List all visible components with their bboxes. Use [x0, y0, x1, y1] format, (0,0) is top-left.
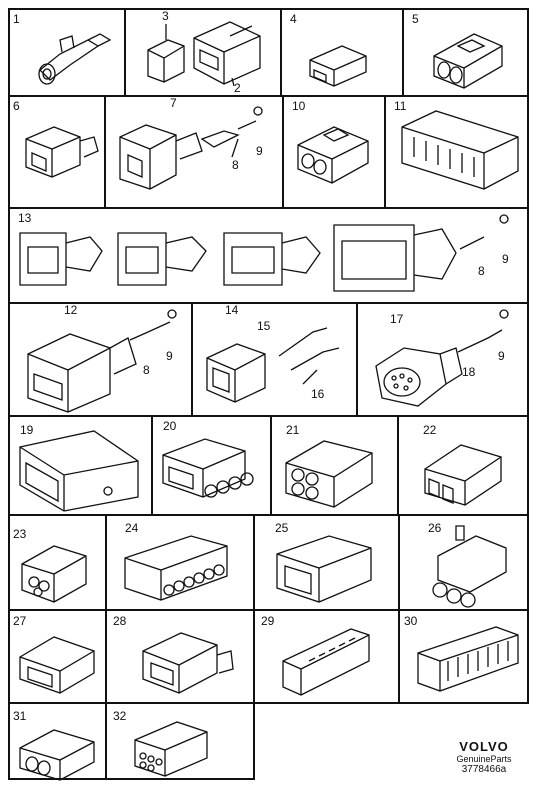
connector-7-drawing: [119, 106, 263, 190]
cell-21: 21: [270, 415, 399, 516]
connector-1-drawing: [38, 33, 112, 85]
callout-8: 8: [232, 158, 239, 172]
cell-24: 24: [105, 514, 255, 611]
cell-26: 26: [398, 514, 529, 611]
callout-2: 2: [234, 81, 241, 95]
connector-14-drawing: [206, 327, 340, 403]
cell-27: 27: [8, 609, 107, 704]
cell-25: 25: [253, 514, 400, 611]
cell-1: 1: [8, 8, 126, 97]
callout-21: 21: [286, 423, 300, 437]
connector-10-drawing: [297, 126, 369, 184]
callout-11: 11: [394, 99, 407, 113]
connector-12-drawing: [27, 309, 177, 413]
callout-20: 20: [163, 419, 177, 433]
callout-29: 29: [261, 614, 275, 628]
connector-27-drawing: [19, 636, 95, 694]
connector-26-drawing: [432, 525, 507, 608]
cell-30: 30: [398, 609, 529, 704]
callout-8-row3: 8: [478, 264, 485, 278]
callout-16: 16: [311, 387, 325, 401]
connector-17-drawing: [375, 309, 509, 407]
cell-20: 20: [151, 415, 272, 516]
callout-22: 22: [423, 423, 437, 437]
cell-17: 17 18 9: [356, 302, 529, 417]
callout-1: 1: [13, 12, 20, 26]
connector-30-drawing: [417, 626, 519, 692]
cell-13: 13 8 9: [8, 207, 529, 304]
cell-29: 29: [253, 609, 400, 704]
callout-19: 19: [20, 423, 34, 437]
genuine-parts-label: GenuineParts: [456, 754, 512, 764]
callout-27: 27: [13, 614, 27, 628]
cell-11: 11: [384, 95, 529, 209]
callout-13: 13: [18, 211, 32, 225]
callout-7: 7: [170, 96, 177, 110]
cell-19: 19: [8, 415, 153, 516]
connector-11-drawing: [401, 110, 519, 190]
connector-29-drawing: [282, 628, 370, 696]
connector-19-drawing: [19, 430, 139, 512]
connector-28-drawing: [142, 632, 234, 694]
callout-14: 14: [225, 303, 239, 317]
callout-8-row4: 8: [143, 363, 150, 377]
callout-31: 31: [13, 709, 27, 723]
cell-3: 3 2: [124, 8, 282, 97]
callout-9: 9: [256, 144, 263, 158]
volvo-logo: VOLVO: [459, 739, 509, 754]
connector-32-drawing: [134, 721, 208, 777]
volvo-genuine-parts-badge: VOLVO GenuineParts 3778466a: [448, 740, 520, 776]
connector-25-drawing: [276, 535, 372, 603]
callout-26: 26: [428, 521, 442, 535]
connector-5-drawing: [433, 33, 503, 89]
cell-4: 4: [280, 8, 404, 97]
callout-5: 5: [412, 12, 419, 26]
cell-31: 31: [8, 702, 107, 781]
callout-10: 10: [292, 99, 306, 113]
callout-30: 30: [404, 614, 418, 628]
cell-23: 23: [8, 514, 107, 611]
connector-4-drawing: [309, 45, 367, 87]
cell-10: 10: [282, 95, 386, 209]
cell-7: 7 8 9: [104, 95, 284, 209]
callout-25: 25: [275, 521, 289, 535]
cell-14: 14 15 16: [191, 302, 358, 417]
connector-24-drawing: [124, 535, 228, 601]
connector-20-drawing: [162, 438, 254, 498]
cell-28: 28: [105, 609, 255, 704]
connector-23-drawing: [21, 545, 87, 603]
callout-32: 32: [113, 709, 127, 723]
diagram-code: 3778466a: [461, 764, 507, 775]
cell-5: 5: [402, 8, 529, 97]
connector-22-drawing: [424, 444, 502, 506]
callout-17: 17: [390, 312, 404, 326]
connector-31-drawing: [19, 729, 95, 781]
callout-9-row4b: 9: [498, 349, 505, 363]
callout-9-row3: 9: [502, 252, 509, 266]
cell-32: 32: [105, 702, 255, 780]
cell-6: 6: [8, 95, 106, 209]
callout-18: 18: [462, 365, 476, 379]
callout-9-row4: 9: [166, 349, 173, 363]
callout-4: 4: [290, 12, 297, 26]
callout-12: 12: [64, 303, 78, 317]
callout-28: 28: [113, 614, 127, 628]
callout-23: 23: [13, 527, 27, 541]
callout-6: 6: [13, 99, 20, 113]
connector-21-drawing: [285, 440, 373, 508]
connector-13-drawing: [19, 214, 509, 292]
connector-6-drawing: [25, 126, 99, 178]
cell-12: 12 8 9: [8, 302, 193, 417]
callout-15: 15: [257, 319, 271, 333]
callout-3: 3: [162, 9, 169, 23]
callout-24: 24: [125, 521, 139, 535]
connector-3-drawing: [147, 21, 261, 87]
cell-22: 22: [397, 415, 529, 516]
